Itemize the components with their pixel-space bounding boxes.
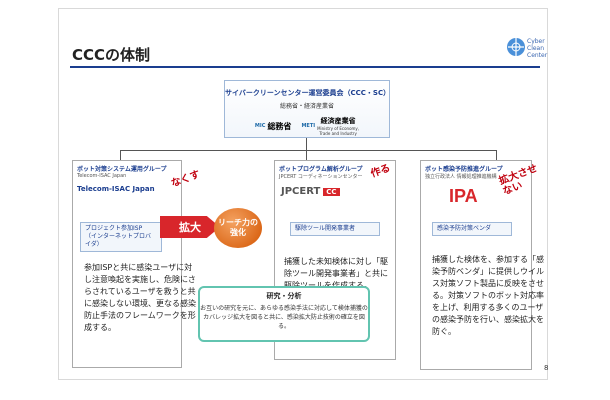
page-number: 8 bbox=[544, 364, 549, 372]
connector-middle bbox=[306, 150, 307, 160]
page-title: CCCの体制 bbox=[72, 46, 151, 64]
slide-frame bbox=[58, 8, 548, 380]
group-middle: ボットプログラム解析グループ JPCERT コーディネーションセンター JPCE… bbox=[274, 160, 396, 360]
committee-subtitle: 総務省・経済産業省 bbox=[279, 103, 334, 110]
group-left-description: 参加ISPと共に感染ユーザに対し注意喚起を実施し、危険にさらされているユーザを救… bbox=[84, 263, 196, 332]
expand-arrow: 拡大 bbox=[160, 216, 220, 238]
telecom-isac-logo: Telecom-ISAC Japan bbox=[77, 185, 155, 193]
meti-logo: METI 経済産業省 Ministry of Economy, Trade an… bbox=[301, 116, 359, 136]
research-box: 研究・分析 お互いの研究を元に、あらゆる感染手法に対応して検体捕獲のカバレッジ拡… bbox=[198, 286, 370, 342]
logo-line-2: Clean bbox=[527, 45, 545, 52]
group-right-description: 捕獲した検体を、参加する「感染予防ベンダ」に提供しウイルス対策ソフト製品に反映を… bbox=[432, 255, 544, 336]
meti-sub-2: Trade and Industry bbox=[319, 131, 357, 136]
group-left-label: プロジェクト参加ISP （インターネットプロバイダ） bbox=[80, 222, 162, 252]
mic-logo: MIC 総務省 bbox=[255, 116, 292, 136]
meti-mark: METI bbox=[301, 123, 316, 129]
group-right-label: 感染予防対策ベンダ bbox=[432, 222, 512, 236]
logo-line-1: Cyber bbox=[527, 38, 545, 45]
logo-line-3: Center bbox=[527, 52, 548, 59]
committee-box: サイバークリーンセンター運営委員会（CCC・SC） 総務省・経済産業省 MIC … bbox=[224, 80, 390, 138]
mic-mark: MIC bbox=[254, 123, 266, 129]
committee-title: サイバークリーンセンター運営委員会（CCC・SC） bbox=[225, 89, 391, 97]
globe-icon bbox=[507, 38, 525, 56]
connector-vertical bbox=[306, 138, 307, 150]
meti-sub-1: Ministry of Economy, bbox=[317, 126, 360, 131]
group-left: ボット対策システム運用グループ Telecom-ISAC Japan Telec… bbox=[72, 160, 182, 368]
jpcert-logo: JPCERT CC bbox=[281, 186, 389, 197]
research-title: 研究・分析 bbox=[266, 292, 302, 300]
circle-label-2: 強化 bbox=[230, 228, 246, 237]
group-left-label-1: プロジェクト参加ISP bbox=[85, 225, 143, 232]
group-middle-description: 捕獲した未知検体に対し「駆除ツール開発事業者」と共に駆除ツールを作成する。 bbox=[284, 257, 388, 290]
group-left-label-2: （インターネットプロバイダ） bbox=[85, 233, 152, 248]
connector-right bbox=[496, 150, 497, 160]
group-middle-label: 駆除ツール開発事業者 bbox=[290, 222, 380, 236]
circle-label-1: リーチ力の bbox=[218, 218, 258, 227]
group-right-sub: 独立行政法人 情報処理推進機構 bbox=[425, 174, 497, 180]
group-middle-sub: JPCERT コーディネーションセンター bbox=[279, 174, 363, 180]
group-right-head: ボット感染予防推進グループ bbox=[425, 166, 503, 173]
group-right: ボット感染予防推進グループ 独立行政法人 情報処理推進機構 IPA bbox=[420, 160, 532, 370]
mic-name: 総務省 bbox=[267, 121, 292, 131]
connector-left bbox=[120, 150, 121, 160]
group-left-sub: Telecom-ISAC Japan bbox=[77, 173, 127, 179]
ccc-logo: Cyber Clean Center bbox=[505, 36, 557, 80]
group-middle-head: ボットプログラム解析グループ bbox=[279, 166, 363, 173]
meti-name: 経済産業省 bbox=[320, 117, 356, 125]
reach-circle: リーチ力の 強化 bbox=[214, 208, 262, 248]
ipa-logo: IPA bbox=[449, 186, 478, 206]
title-underline bbox=[70, 66, 540, 68]
jpcert-logo-cc: CC bbox=[323, 187, 340, 196]
group-left-head: ボット対策システム運用グループ bbox=[77, 166, 167, 173]
connector-horizontal bbox=[120, 150, 496, 151]
jpcert-logo-main: JPCERT bbox=[281, 186, 321, 197]
research-text: お互いの研究を元に、あらゆる感染手法に対応して検体捕獲のカバレッジ拡大を図ると共… bbox=[200, 305, 368, 330]
